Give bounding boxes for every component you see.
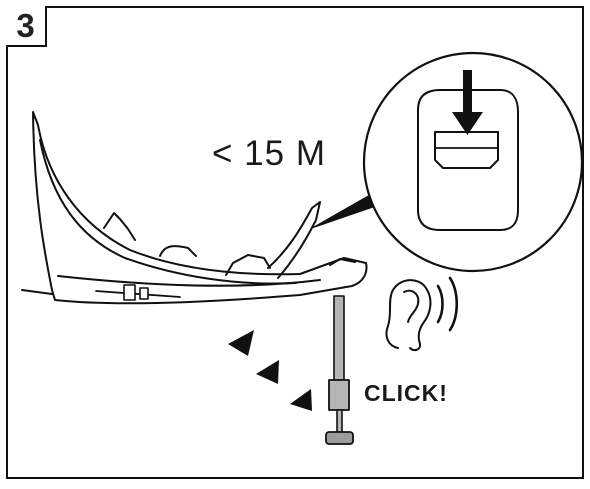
vibration-arrows-icon xyxy=(228,330,312,411)
isofix-rail xyxy=(21,284,181,301)
zoom-detail-circle xyxy=(362,51,584,273)
callout-pointer xyxy=(311,195,377,229)
support-leg xyxy=(325,295,354,445)
step-number: 3 xyxy=(16,7,35,44)
sound-waves-icon xyxy=(436,276,459,332)
step-number-box: 3 xyxy=(6,6,47,47)
click-sound-label: CLICK! xyxy=(364,380,448,406)
car-seat-base xyxy=(32,111,368,305)
down-arrow-icon xyxy=(452,70,483,135)
distance-label: < 15 M xyxy=(212,134,326,173)
ear-icon xyxy=(385,279,432,352)
